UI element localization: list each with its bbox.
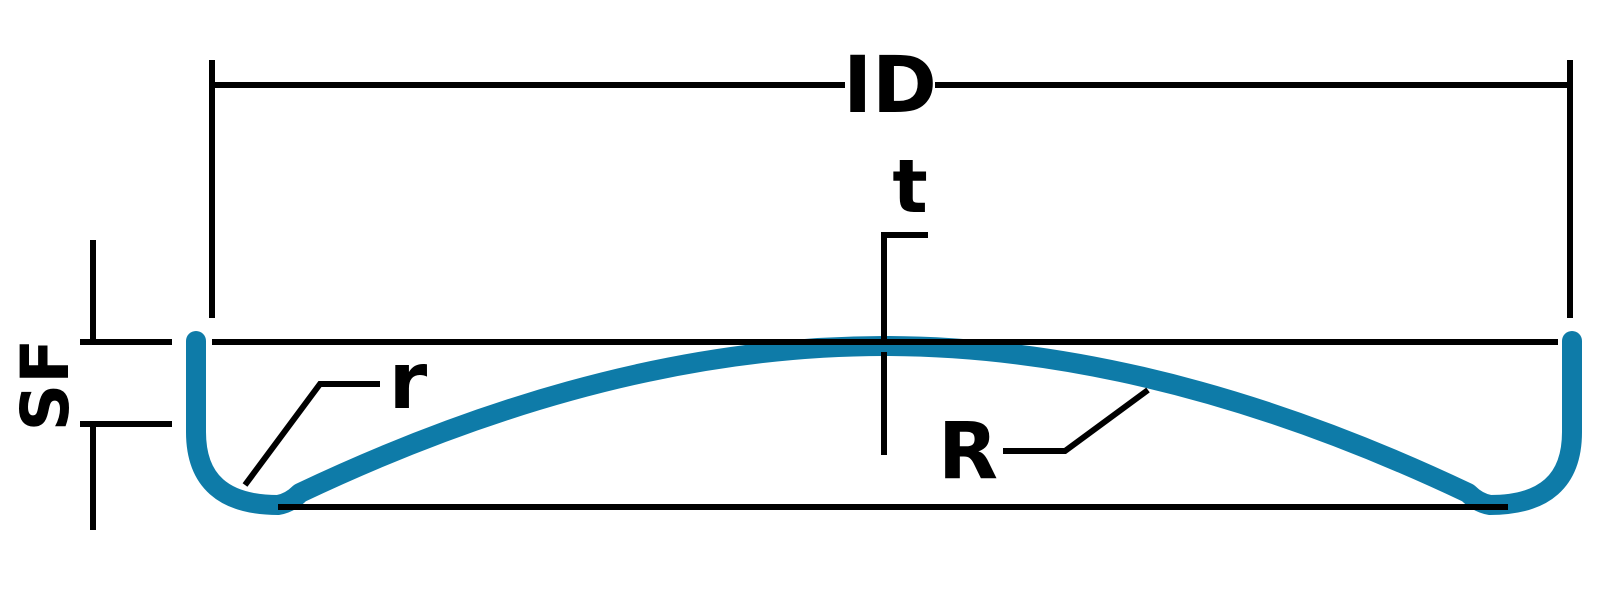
sf-label: SF [7, 339, 84, 432]
knuckle-radius-leader [242, 381, 380, 487]
thickness-label: t [892, 144, 927, 230]
id-dimension [209, 60, 1573, 318]
thickness-leader [881, 232, 928, 290]
crown-radius-leader [1003, 387, 1150, 454]
crown-radius-dimension [1003, 387, 1150, 454]
knuckle-radius-label: r [389, 337, 428, 427]
thickness-dimension [881, 232, 928, 455]
crown-radius-label: R [938, 407, 998, 497]
id-label: ID [843, 41, 937, 131]
knuckle-radius-dimension [242, 381, 380, 487]
